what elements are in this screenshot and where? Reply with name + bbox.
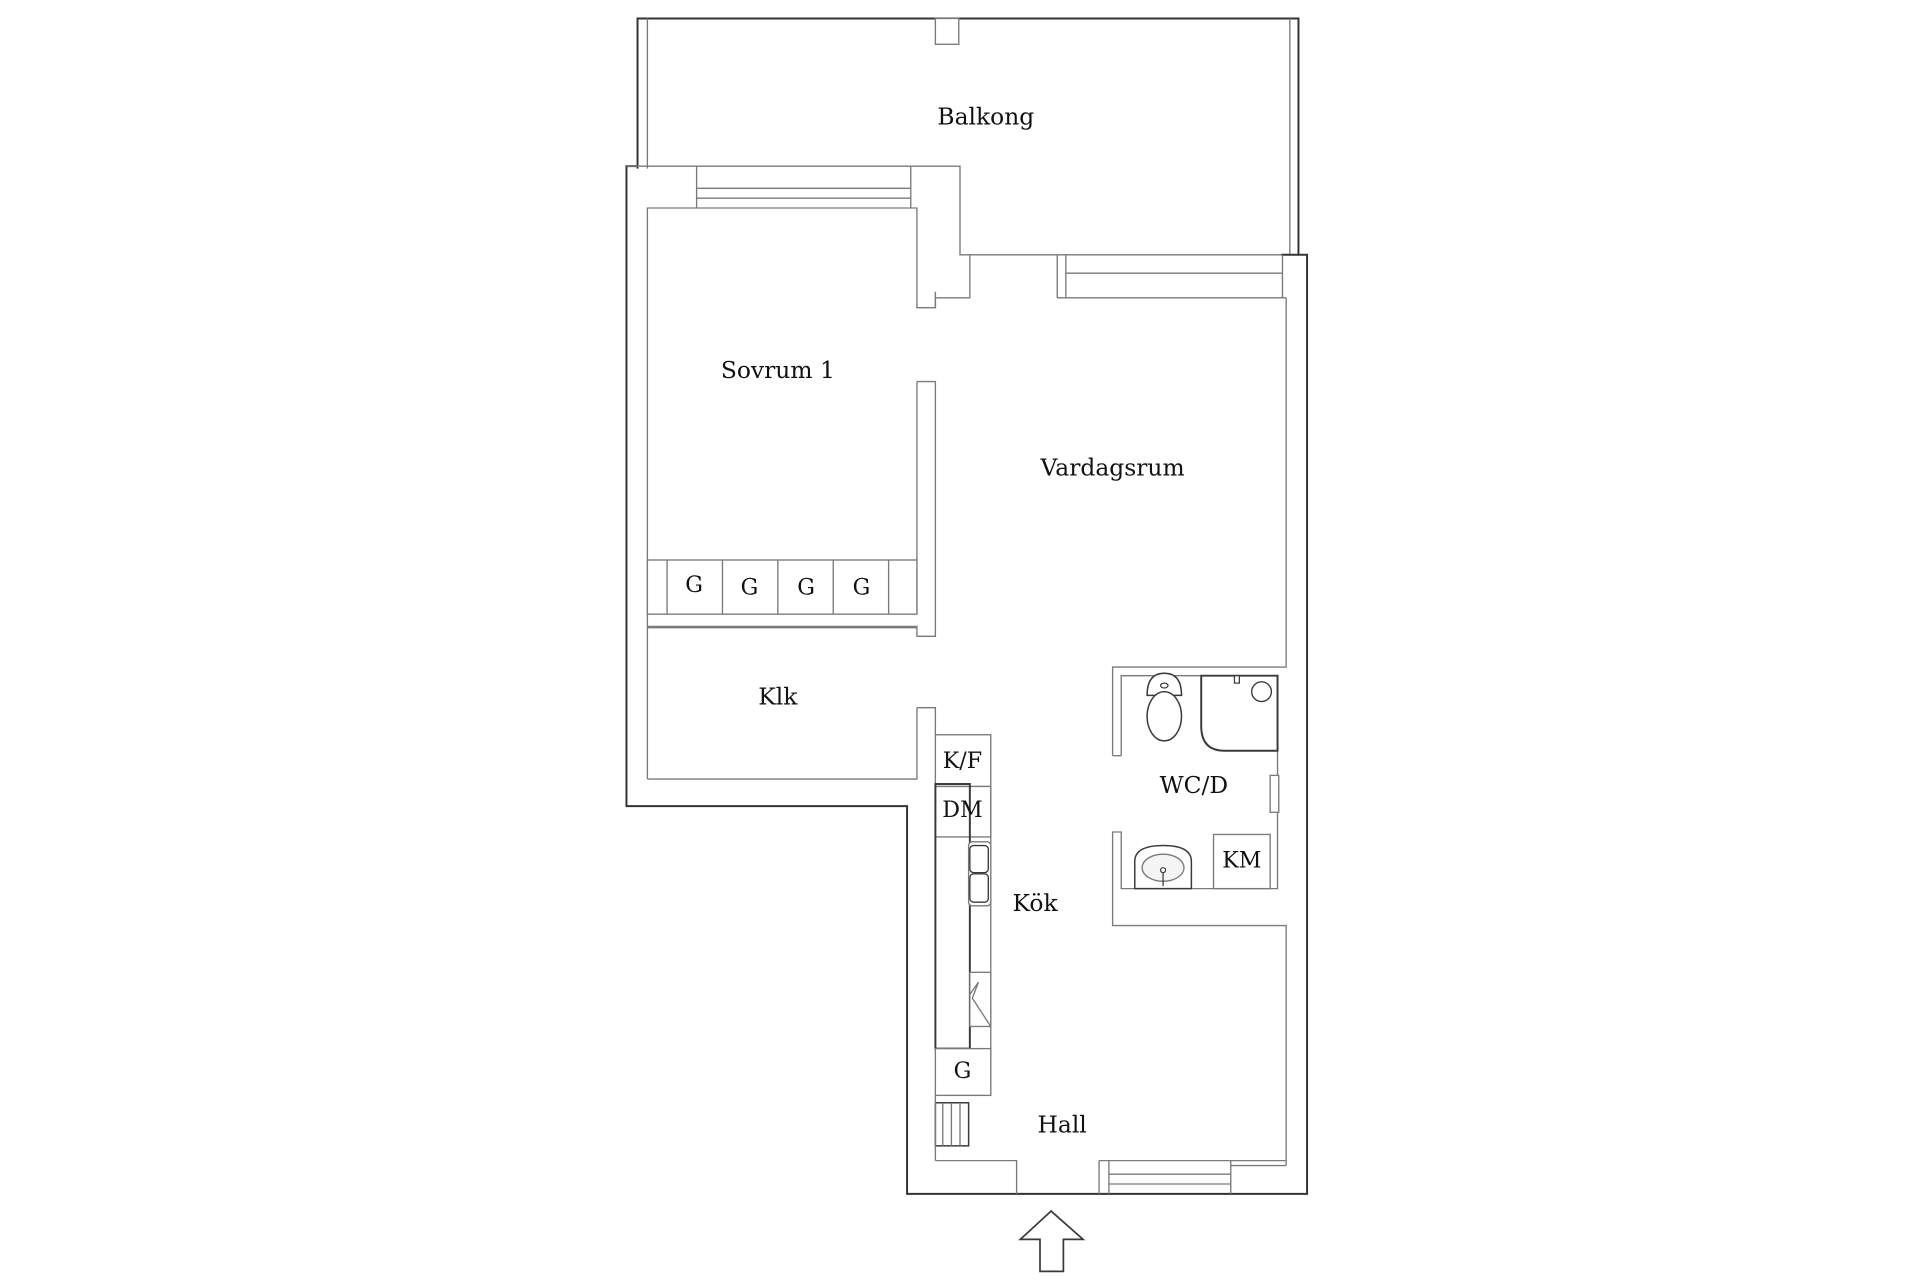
bathroom-vent (1269, 774, 1280, 813)
dishwasher-label: DM (942, 797, 982, 823)
wardrobe-label: G (853, 574, 871, 600)
toilet-icon (1146, 672, 1183, 742)
kitchen-sink-icon (967, 841, 992, 907)
washbasin-icon (1134, 844, 1193, 890)
fridge-freezer (934, 734, 992, 788)
kitchen-counter: K/F DM G (934, 734, 992, 1161)
room-label-wcd: WC/D (1160, 771, 1229, 799)
wardrobe-label: G (797, 574, 815, 600)
outer-walls (625, 165, 1309, 1195)
balcony-post (934, 17, 960, 45)
hall-wardrobe-label: G (954, 1058, 972, 1084)
window-hall (1098, 1159, 1287, 1194)
bathroom-walls (1111, 297, 1287, 1166)
radiator-icon (934, 1102, 970, 1147)
room-label-hall: Hall (1038, 1111, 1087, 1139)
hall-wardrobe (934, 1047, 992, 1097)
window-living (1056, 254, 1287, 299)
room-label-klk: Klk (758, 682, 798, 710)
room-label-kok: Kök (1013, 889, 1059, 917)
room-label-sovrum1: Sovrum 1 (721, 356, 835, 384)
room-label-vardagsrum: Vardagsrum (1040, 453, 1185, 481)
wardrobe-label: G (685, 572, 703, 598)
fridge-freezer-label: K/F (943, 748, 982, 774)
bedroom-wardrobes: G G G G (646, 559, 918, 615)
window-bedroom (695, 166, 912, 208)
room-label-balkong: Balkong (937, 103, 1034, 131)
stove-icon (969, 971, 992, 1028)
hall-walls (935, 1159, 1287, 1194)
wardrobe-label: G (741, 574, 759, 600)
washing-machine (1212, 833, 1271, 890)
shower-icon (1200, 674, 1279, 752)
balcony (636, 17, 1300, 255)
closet-walls (646, 627, 937, 780)
arrow-up-icon (1018, 1209, 1086, 1273)
washing-machine-label: KM (1222, 848, 1261, 874)
